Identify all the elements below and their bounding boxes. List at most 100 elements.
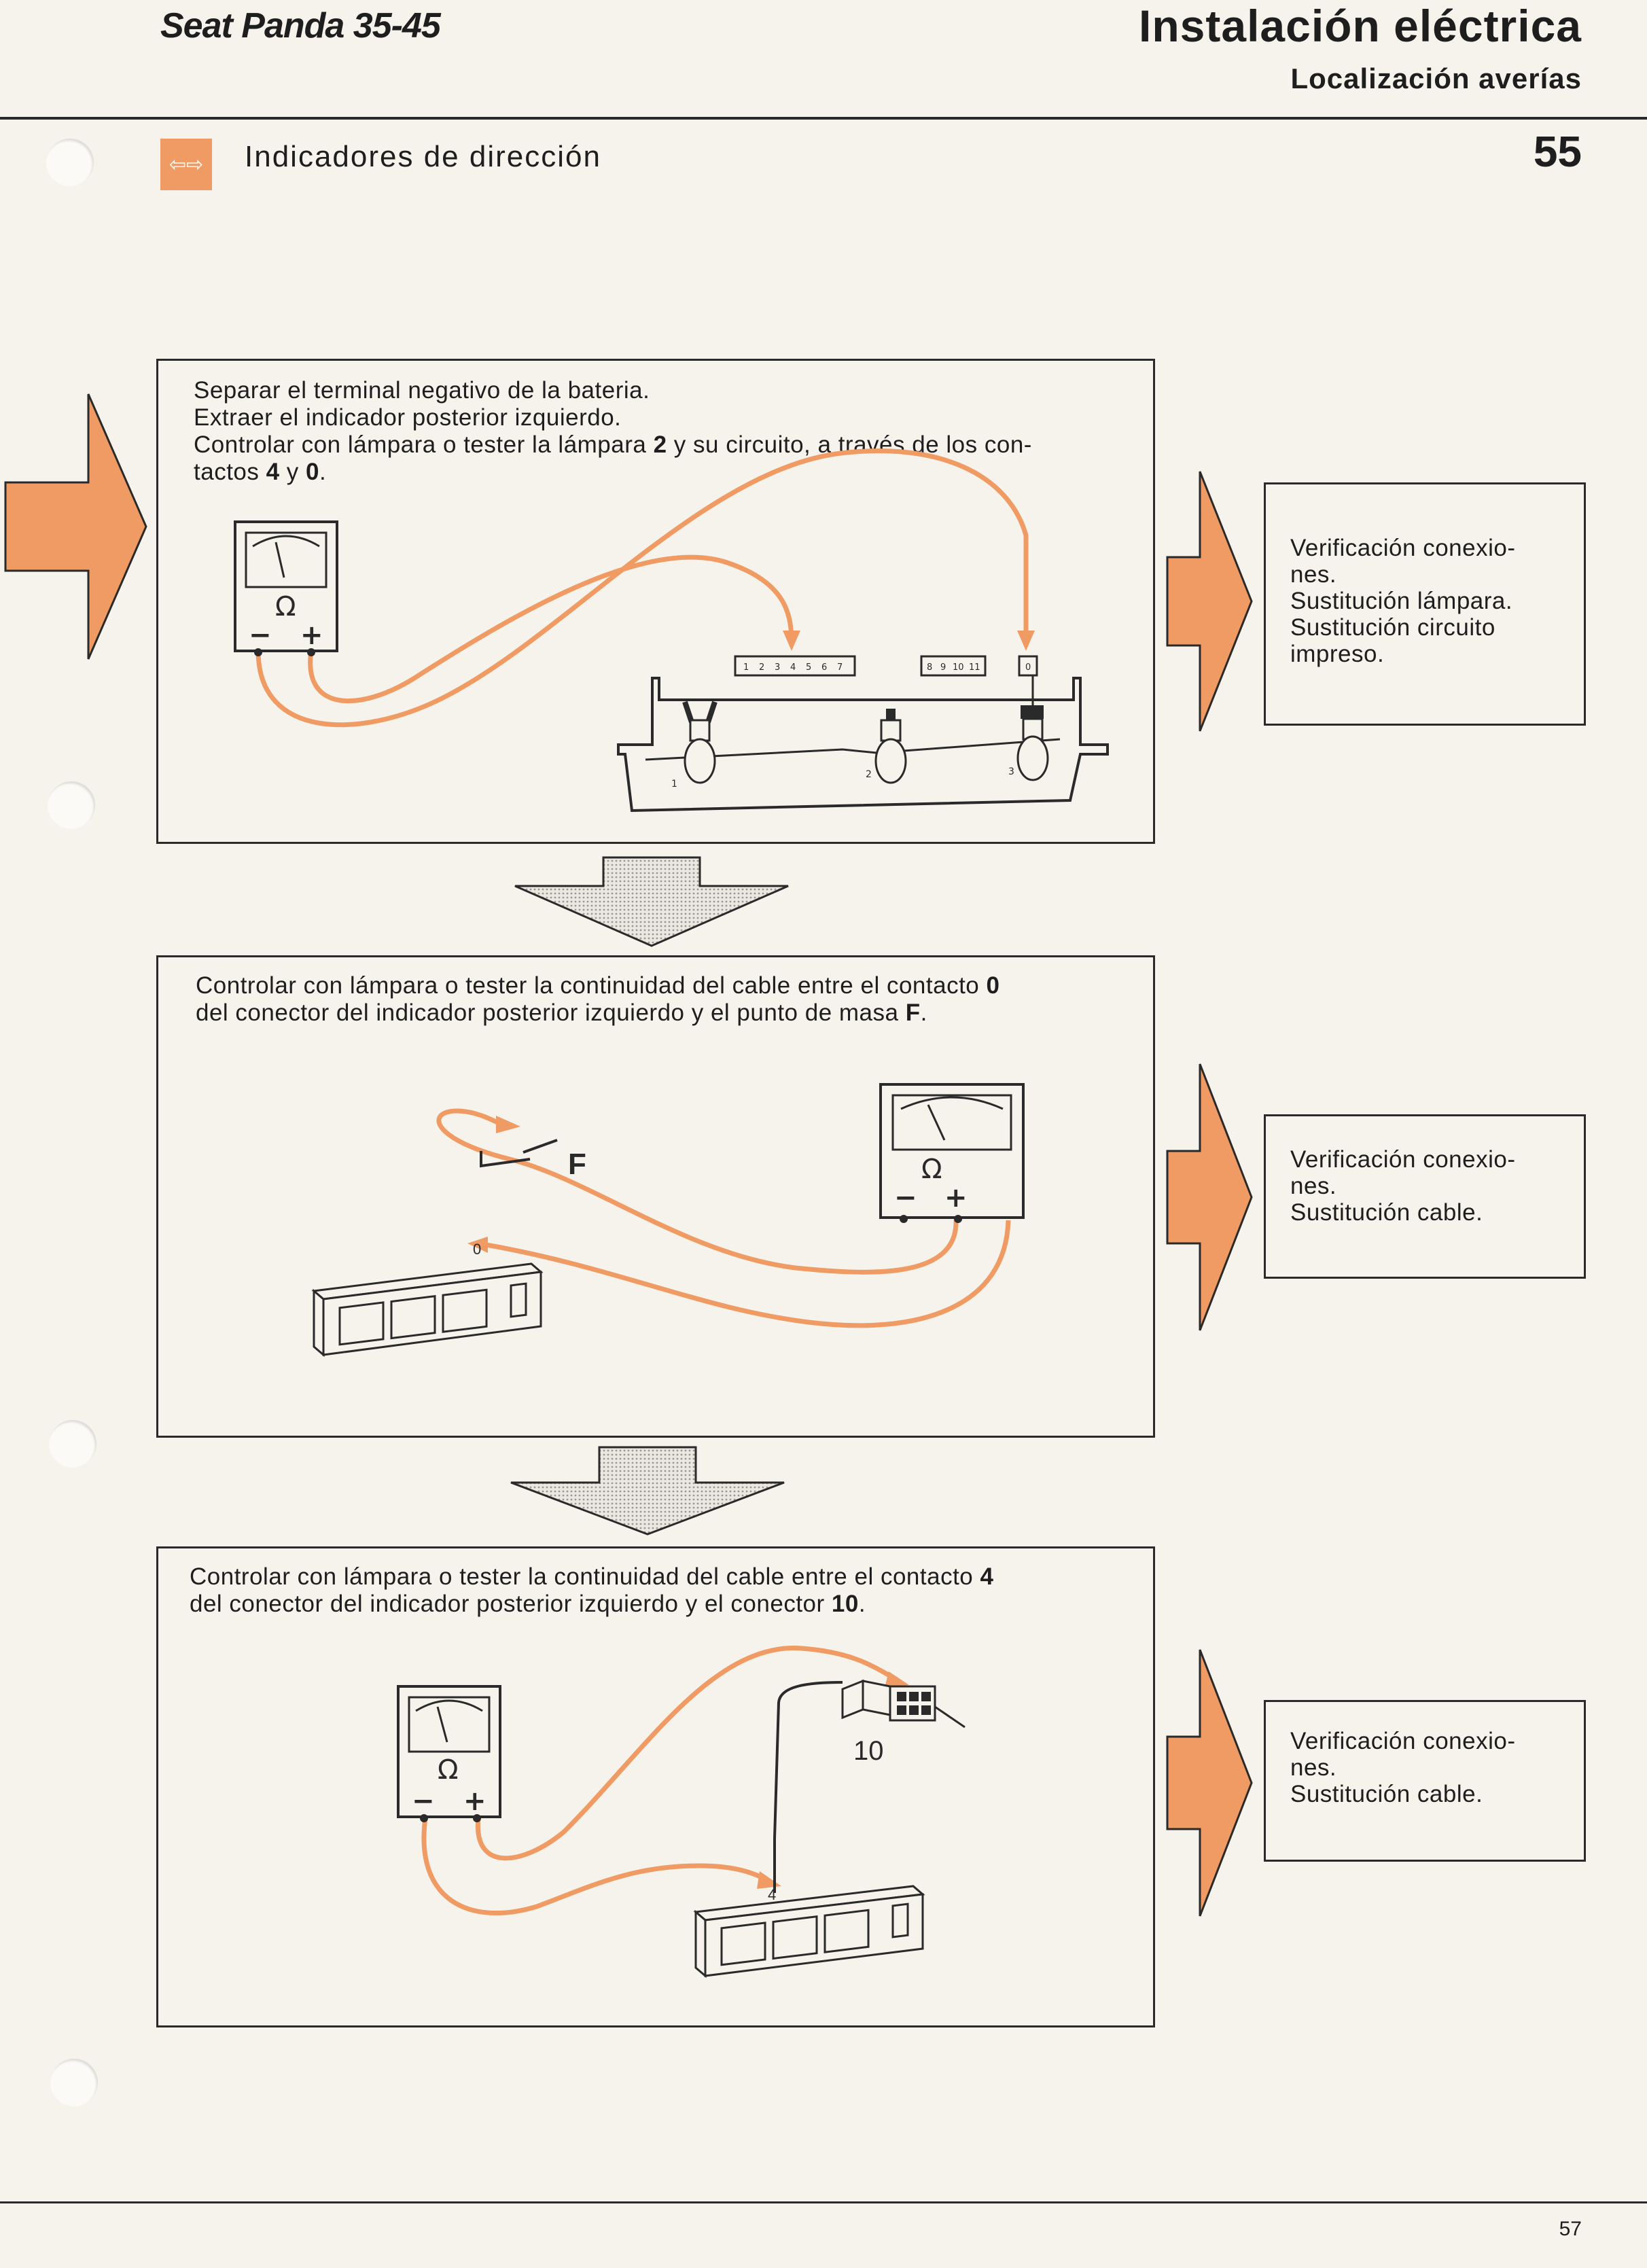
result-line: Sustitución cable.	[1290, 1199, 1483, 1226]
page-number: 55	[1533, 127, 1582, 176]
bulb-icon	[682, 701, 718, 784]
bulb-icon	[874, 709, 907, 784]
ohmmeter-icon	[234, 520, 338, 656]
test-wire	[482, 1220, 1011, 1328]
contact-label: 9	[940, 662, 946, 673]
result-line: Sustitución lámpara.	[1290, 588, 1513, 614]
footer-page-number: 57	[1559, 2218, 1582, 2240]
result-line: Verificación conexio-	[1290, 535, 1516, 561]
contact-label: 4	[768, 1886, 776, 1903]
ohm-symbol: Ω	[438, 1754, 459, 1786]
meter-minus: −	[412, 1786, 435, 1817]
indicator-connector-icon	[693, 1885, 925, 1979]
contact-label: 0	[1025, 662, 1031, 673]
down-arrow-icon	[514, 856, 789, 947]
contact-label: 5	[806, 662, 811, 673]
bulb-label: 1	[671, 779, 677, 790]
header-divider	[0, 117, 1647, 120]
contact-label: 3	[775, 662, 780, 673]
meter-minus: −	[249, 620, 272, 651]
result-arrow-icon	[1166, 471, 1253, 732]
ohmmeter-icon	[879, 1083, 1025, 1223]
result-line: nes.	[1290, 561, 1337, 588]
test-wire	[255, 448, 1029, 728]
bulb-icon	[1016, 717, 1049, 781]
result-3-text: Verificación conexio- nes. Sustitución c…	[1290, 1728, 1561, 1807]
step-2-text: Controlar con lámpara o tester la contin…	[196, 972, 1140, 1027]
result-line: Sustitución circuito	[1290, 614, 1495, 641]
entry-arrow-icon	[4, 393, 147, 660]
result-line: nes.	[1290, 1173, 1337, 1199]
result-2-text: Verificación conexio- nes. Sustitución c…	[1290, 1146, 1561, 1226]
step-2-illustration: Ω − + F 0	[311, 1083, 1025, 1358]
wire-arrowhead	[885, 1671, 909, 1688]
step-2-line: del conector del indicador posterior izq…	[196, 999, 927, 1026]
result-1-text: Verificación conexio- nes. Sustitución l…	[1290, 535, 1561, 667]
binder-hole	[50, 2059, 98, 2106]
step-3-illustration: Ω − + 4 10	[397, 1646, 966, 1979]
result-2-box: Verificación conexio- nes. Sustitución c…	[1264, 1114, 1586, 1279]
test-wire	[436, 1108, 959, 1275]
result-arrow-icon	[1166, 1063, 1253, 1331]
result-line: Sustitución cable.	[1290, 1781, 1483, 1807]
step-1-line: Extraer el indicador posterior izquierdo…	[194, 404, 622, 431]
topic-title: Indicadores de dirección	[245, 140, 601, 173]
bulb-label: 2	[866, 769, 872, 780]
contact-label: 1	[743, 662, 749, 673]
step-1-illustration: Ω − + 1 2 3 4 5 6 7 8 9 10 11 0 1	[234, 448, 1109, 813]
wire-arrowhead	[783, 631, 800, 651]
meter-plus: +	[944, 1182, 968, 1213]
contact-label: 7	[837, 662, 843, 673]
footer-divider	[0, 2201, 1647, 2203]
meter-plus: +	[463, 1786, 486, 1817]
wire-arrowhead	[496, 1116, 520, 1133]
result-arrow-icon	[1166, 1649, 1253, 1917]
step-1-line: tactos 4 y 0.	[194, 459, 327, 485]
result-1-box: Verificación conexio- nes. Sustitución l…	[1264, 482, 1586, 726]
connector-label: 10	[853, 1736, 884, 1766]
meter-plus: +	[300, 620, 323, 651]
result-line: nes.	[1290, 1754, 1337, 1781]
result-line: impreso.	[1290, 641, 1385, 667]
ohm-symbol: Ω	[921, 1154, 942, 1185]
step-3-line: Controlar con lámpara o tester la contin…	[190, 1563, 994, 1590]
ground-point-icon	[480, 1139, 558, 1168]
step-3-text: Controlar con lámpara o tester la contin…	[190, 1563, 1141, 1618]
test-wire	[308, 554, 794, 704]
test-wire	[475, 1646, 898, 1861]
ohm-symbol: Ω	[275, 591, 296, 622]
contact-label: 2	[759, 662, 764, 673]
indicator-connector-icon	[311, 1262, 544, 1358]
step-3-line: del conector del indicador posterior izq…	[190, 1591, 866, 1617]
down-arrow-icon	[510, 1446, 785, 1536]
ground-label: F	[568, 1148, 586, 1181]
lamp-housing	[617, 677, 1109, 813]
contact-label: 10	[953, 662, 964, 673]
turn-signal-arrows-icon: ⇦⇨	[160, 139, 212, 190]
result-line: Verificación conexio-	[1290, 1146, 1516, 1173]
wire-arrowhead	[1017, 631, 1035, 651]
binder-hole	[46, 139, 94, 186]
wire-arrowhead	[467, 1237, 488, 1253]
contact-label: 11	[969, 662, 980, 673]
subsection-title: Localización averías	[1290, 63, 1582, 94]
step-2-box: Controlar con lámpara o tester la contin…	[156, 955, 1155, 1438]
step-1-line: Separar el terminal negativo de la bater…	[194, 377, 650, 404]
contact-label: 8	[927, 662, 932, 673]
test-wire	[421, 1818, 769, 1916]
result-line: Verificación conexio-	[1290, 1728, 1516, 1754]
section-title: Instalación eléctrica	[1139, 1, 1582, 51]
step-3-box: Controlar con lámpara o tester la contin…	[156, 1546, 1155, 2027]
contact-label: 4	[790, 662, 796, 673]
vehicle-model-title: Seat Panda 35-45	[160, 6, 441, 46]
contact-label: 0	[473, 1241, 481, 1258]
step-2-line: Controlar con lámpara o tester la contin…	[196, 972, 1000, 999]
ohmmeter-icon	[397, 1685, 501, 1822]
contact-strip	[734, 655, 1038, 677]
multi-pin-connector-icon	[841, 1679, 966, 1729]
bulb-label: 3	[1008, 766, 1014, 777]
contact-label: 6	[821, 662, 827, 673]
binder-hole	[49, 1420, 96, 1468]
meter-minus: −	[894, 1182, 917, 1213]
binder-hole	[48, 781, 95, 829]
